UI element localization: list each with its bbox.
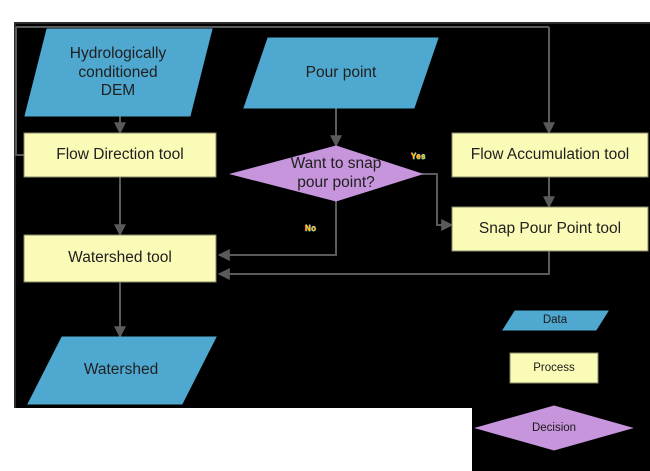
connector-left-rail xyxy=(15,27,24,156)
node-flow-direction[interactable] xyxy=(23,132,217,178)
node-want-snap-decision[interactable] xyxy=(229,145,424,202)
connector-decision-no-to-watershedtool xyxy=(217,201,337,261)
legend-decision-shape xyxy=(474,405,634,451)
node-pour-point[interactable] xyxy=(243,37,439,109)
node-watershed[interactable] xyxy=(27,336,217,405)
node-flow-accumulation[interactable] xyxy=(451,132,649,178)
node-watershed-tool[interactable] xyxy=(23,234,217,283)
node-hydro-dem[interactable] xyxy=(24,28,213,117)
legend-data-shape xyxy=(502,310,609,331)
connector-group xyxy=(114,27,555,339)
connector-snappourpoint-to-watershedtool xyxy=(217,251,550,280)
node-snap-pour-point[interactable] xyxy=(451,206,649,252)
legend-process-shape xyxy=(509,352,599,384)
connector-decision-yes-to-snappourpoint xyxy=(422,173,454,231)
